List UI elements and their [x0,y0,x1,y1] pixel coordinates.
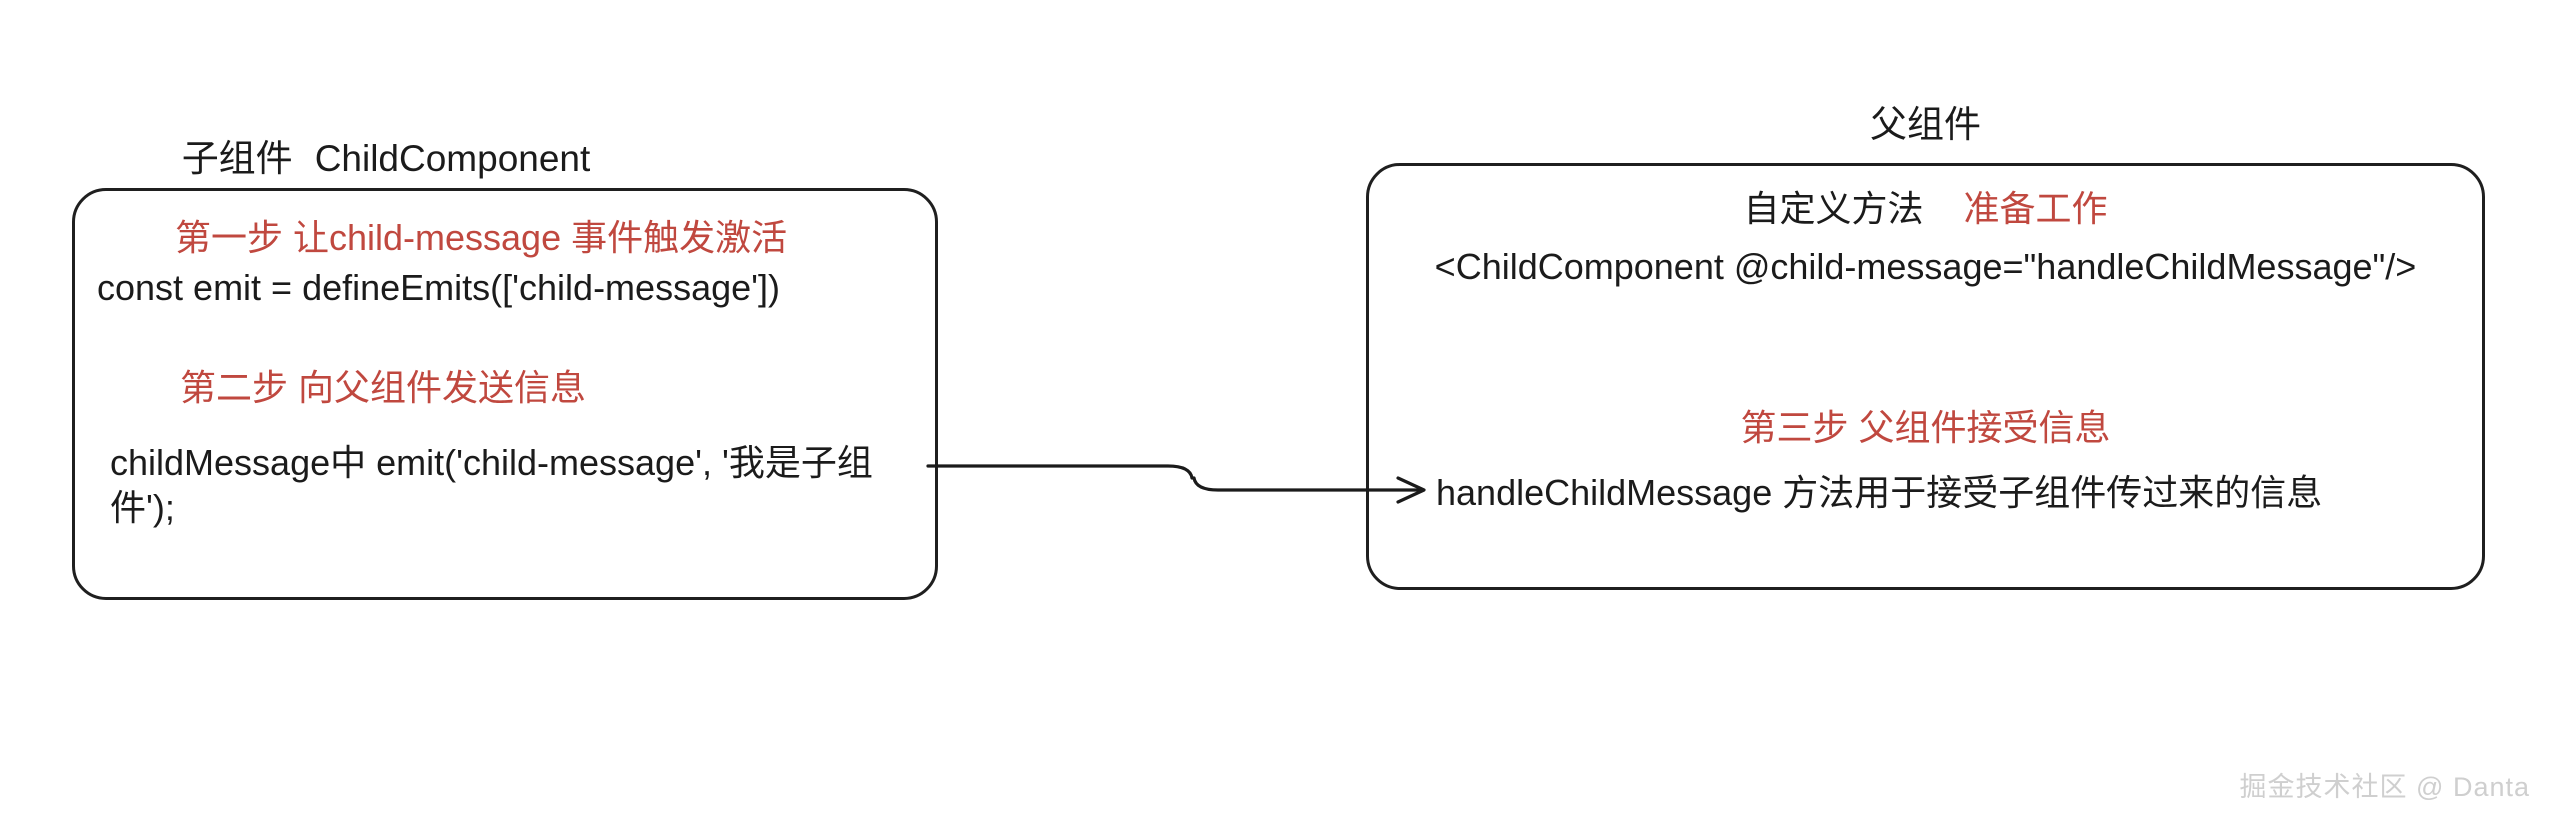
parent-component-title: 父组件 [1366,103,2485,147]
parent-custom-method-label: 自定义方法 [1743,188,1924,229]
parent-step3-label: 第三步 父组件接受信息 [1740,407,2111,448]
connector-line [926,464,1422,492]
watermark: 掘金技术社区 @ Danta [2239,772,2530,802]
child-to-parent-arrow [926,464,1426,504]
child-step1-label: 第一步 让child-message 事件触发激活 [175,217,788,258]
connector-arrowhead-icon [1396,476,1426,504]
child-step1-code: const emit = defineEmits(['child-message… [97,267,780,308]
parent-component-box[interactable] [1366,163,2485,590]
parent-title-cn: 父组件 [1870,104,1981,145]
parent-child-component-tag: <ChildComponent @child-message="handleCh… [1434,246,2417,287]
parent-custom-method-row: 自定义方法准备工作 [1366,186,2485,231]
parent-step3-description: handleChildMessage 方法用于接受子组件传过来的信息 [1436,472,2323,513]
child-title-en: ChildComponent [314,138,591,179]
child-step2-code: childMessage中 emit('child-message', '我是子… [110,442,873,529]
child-title-cn: 子组件 [181,138,293,179]
parent-preparation-label: 准备工作 [1963,188,2108,229]
child-step2-label: 第二步 向父组件发送信息 [180,367,587,408]
child-component-box[interactable] [72,188,938,600]
child-component-title: 子组件 ChildComponent [72,137,700,181]
